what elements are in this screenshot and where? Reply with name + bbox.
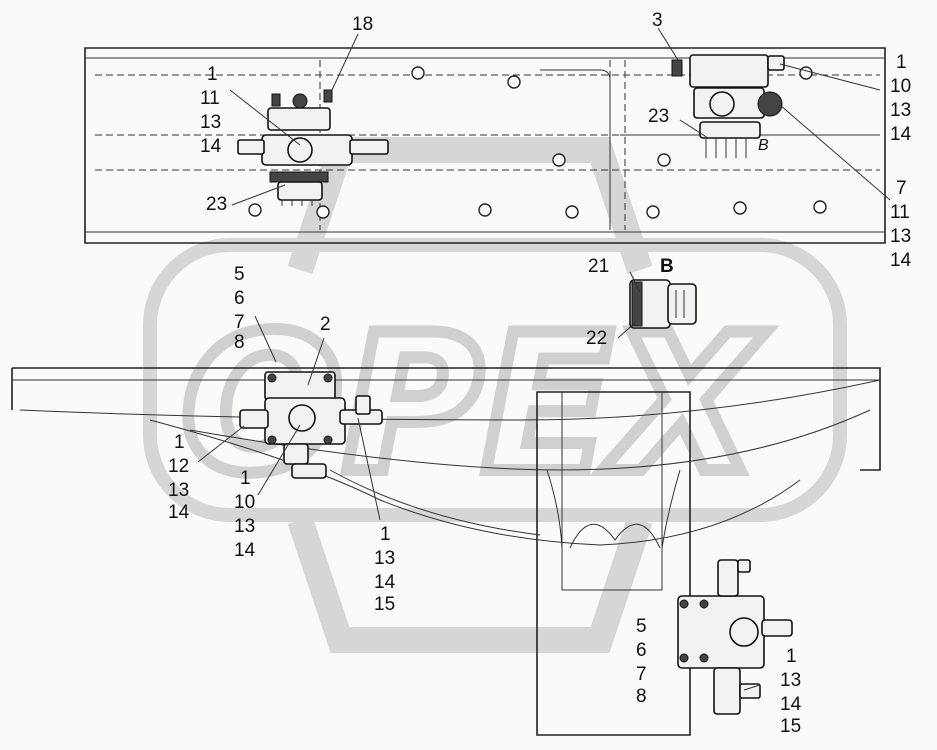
detail-b-fitting	[629, 279, 697, 329]
callout-mid-d-1: 1	[380, 524, 391, 545]
callout-bottom-15: 15	[780, 716, 801, 737]
detail-b-title: B	[660, 256, 674, 277]
callout-mid-d-13: 13	[374, 548, 395, 569]
callout-bottom-14: 14	[780, 694, 802, 715]
callout-3: 3	[652, 10, 663, 31]
callout-top-right-14: 14	[890, 124, 912, 145]
callout-top-left-14: 14	[200, 136, 222, 157]
vertical-bracket-plate	[536, 391, 691, 736]
callout-bottom-5: 5	[636, 616, 647, 637]
callout-mid-6: 6	[234, 288, 245, 309]
callout-mid-2: 2	[320, 314, 331, 335]
callout-mid-8: 8	[234, 332, 245, 353]
middle-frame-rail	[11, 367, 881, 546]
callout-top-right-11: 11	[890, 202, 910, 223]
top-left-valve-assembly	[237, 89, 389, 206]
callout-bottom-13: 13	[780, 670, 801, 691]
callout-top-right-7: 7	[896, 178, 907, 199]
callout-top-right-13: 13	[890, 100, 911, 121]
callout-mid-5: 5	[234, 264, 245, 285]
callout-mid-d-14: 14	[374, 572, 396, 593]
callout-top-right-b: B	[758, 137, 769, 154]
callout-bottom-8: 8	[636, 686, 647, 707]
top-right-valve-assembly	[671, 54, 785, 158]
callout-mid-b-14: 14	[168, 502, 190, 523]
middle-valve-assembly	[239, 371, 383, 479]
callout-mid-c-13: 13	[234, 516, 255, 537]
callout-mid-b-13: 13	[168, 480, 189, 501]
callout-bottom-7: 7	[636, 664, 647, 685]
callout-top-right-23: 23	[648, 106, 669, 127]
callout-top-right-10: 10	[890, 76, 911, 97]
callout-labels: 18 1 11 13 14 23 3 1 10 13 14 23 B 7 11 …	[168, 10, 912, 737]
callout-mid-c-10: 10	[234, 492, 255, 513]
callout-top-right-13b: 13	[890, 226, 911, 247]
callout-mid-d-15: 15	[374, 594, 395, 615]
leader-lines	[197, 27, 891, 691]
callout-top-left-23: 23	[206, 194, 227, 215]
callout-21: 21	[588, 256, 609, 277]
callout-mid-c-14: 14	[234, 540, 256, 561]
callout-top-left-1: 1	[207, 64, 218, 85]
callout-top-left-11: 11	[200, 88, 220, 109]
callout-bottom-6: 6	[636, 640, 647, 661]
callout-mid-7: 7	[234, 312, 245, 333]
callout-top-left-13: 13	[200, 112, 221, 133]
top-rail-holes	[248, 66, 827, 219]
bottom-valve-assembly	[677, 559, 793, 715]
callout-18: 18	[352, 14, 373, 35]
callout-bottom-1: 1	[786, 646, 797, 667]
callout-mid-b-12: 12	[168, 456, 189, 477]
callout-top-right-1: 1	[896, 52, 907, 73]
callout-top-right-14b: 14	[890, 250, 912, 271]
callout-mid-b-1: 1	[174, 432, 185, 453]
callout-22: 22	[586, 328, 607, 349]
callout-mid-c-1: 1	[240, 468, 251, 489]
